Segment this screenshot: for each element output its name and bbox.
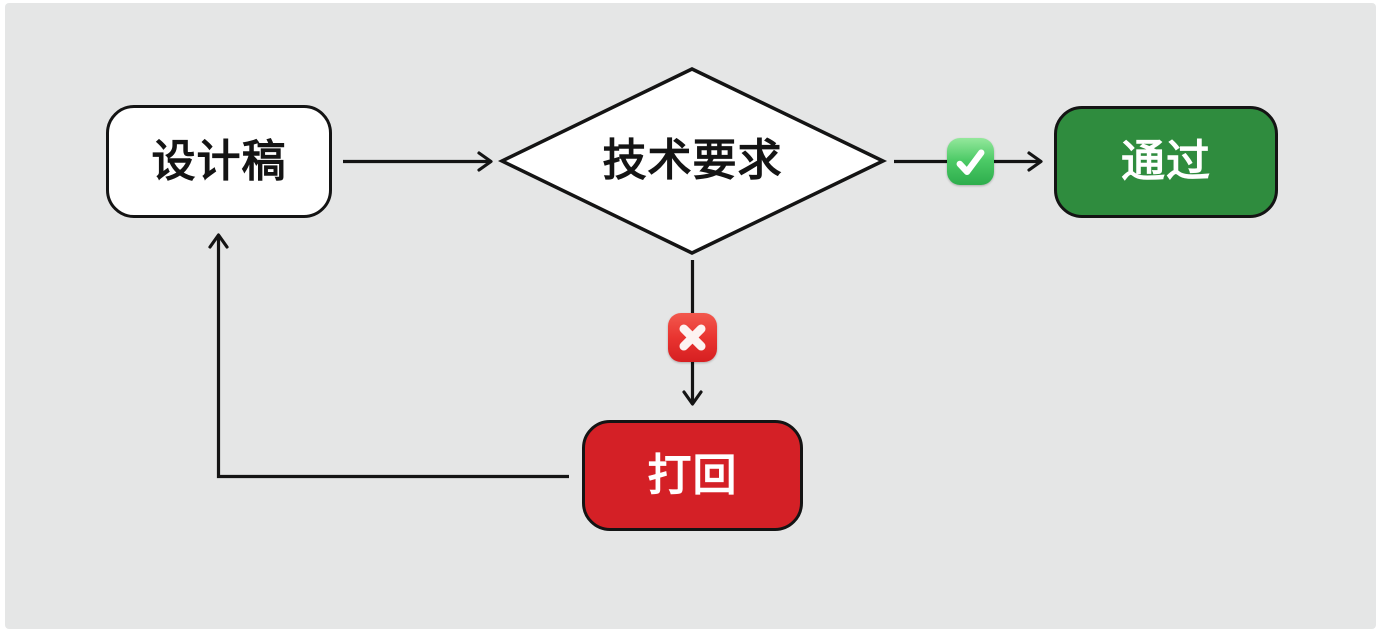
check-icon xyxy=(947,138,994,185)
node-decision-label: 技术要求 xyxy=(602,136,783,185)
node-decision: 技术要求 xyxy=(502,69,883,253)
node-pass-label: 通过 xyxy=(1121,137,1211,186)
cross-icon xyxy=(668,313,717,362)
node-decision-shape xyxy=(497,67,888,255)
node-design-label: 设计稿 xyxy=(151,136,287,186)
node-reject: 打回 xyxy=(582,420,803,531)
node-design: 设计稿 xyxy=(106,105,332,218)
node-reject-label: 打回 xyxy=(647,450,738,500)
node-pass: 通过 xyxy=(1054,106,1278,218)
edge-reject-to-design xyxy=(208,233,569,479)
flowchart-canvas: 设计稿 技术要求 通过 打回 xyxy=(5,3,1376,629)
